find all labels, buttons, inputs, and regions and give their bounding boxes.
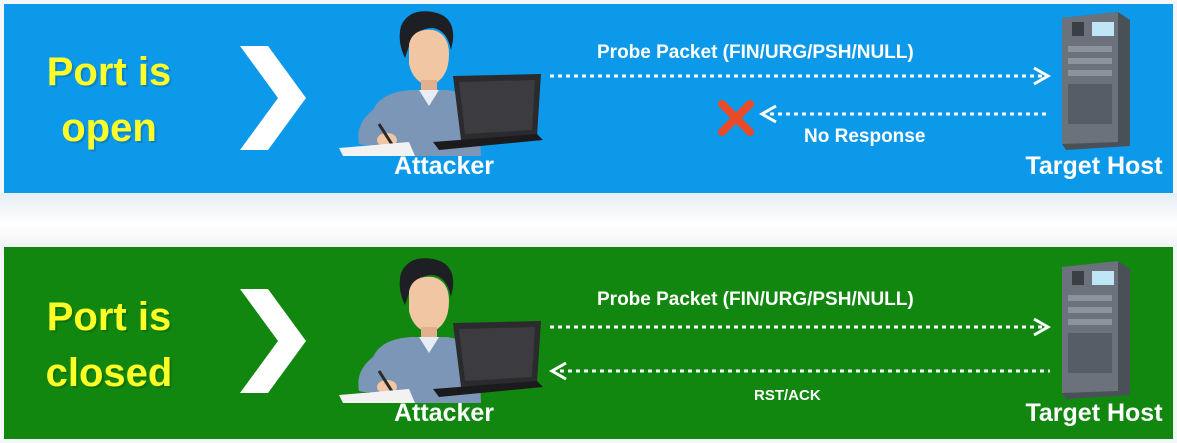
- open-state-heading: Port is open: [4, 44, 214, 156]
- chevron-right-icon: [240, 46, 306, 150]
- open-state-line1: Port is: [46, 50, 172, 94]
- attacker-label: Attacker: [393, 152, 495, 180]
- no-response-arrow: [758, 104, 1050, 124]
- chevron-right-icon: [240, 289, 306, 393]
- probe-arrow: [550, 66, 1052, 86]
- probe-packet-label: Probe Packet (FIN/URG/PSH/NULL): [597, 289, 914, 310]
- response-label: No Response: [804, 126, 926, 147]
- rst-ack-arrow: [548, 361, 1050, 381]
- attacker-figure-icon: [339, 11, 543, 156]
- open-state-line2: open: [61, 106, 157, 150]
- server-tower-icon: [1062, 12, 1130, 150]
- target-host-label: Target Host: [1025, 152, 1163, 180]
- closed-state-line1: Port is: [46, 295, 172, 339]
- open-port-panel: Port is open Attacker Probe Packet (FIN/…: [4, 4, 1173, 193]
- target-host-label: Target Host: [1025, 399, 1163, 427]
- probe-packet-label: Probe Packet (FIN/URG/PSH/NULL): [597, 42, 914, 63]
- probe-arrow: [550, 317, 1052, 337]
- panel-divider: [0, 193, 1177, 247]
- response-label: RST/ACK: [754, 387, 821, 404]
- closed-port-panel: Port is closed Attacker Probe Packet (FI…: [4, 247, 1173, 439]
- attacker-label: Attacker: [393, 399, 495, 427]
- closed-state-line2: closed: [45, 351, 173, 395]
- server-tower-icon: [1062, 261, 1130, 399]
- closed-state-heading: Port is closed: [4, 289, 214, 401]
- blocked-x-icon: [718, 100, 754, 136]
- attacker-figure-icon: [339, 258, 543, 403]
